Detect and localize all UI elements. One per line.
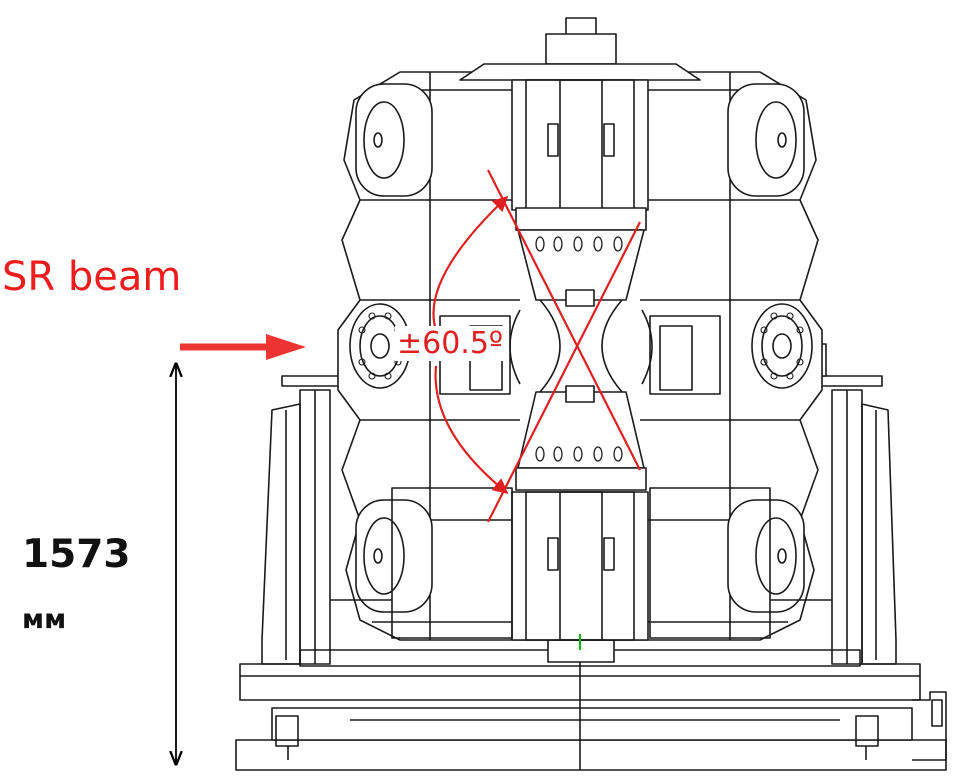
beam-path-line-1 (487, 169, 641, 471)
cylinder-bottom-left (355, 499, 433, 613)
angle-arc-upper (432, 195, 509, 331)
cylinder-top-left (355, 83, 433, 197)
lower-frames (330, 487, 832, 639)
cylinder-bottom-right (727, 499, 805, 613)
cylinder-top-right (727, 83, 805, 197)
left-flange (349, 303, 411, 389)
right-flange (751, 303, 813, 389)
beam-path-line-2 (487, 221, 641, 523)
angle-annotation (432, 169, 641, 523)
height-dimension-unit: мм (22, 604, 67, 635)
beam-label: SR beam (2, 254, 182, 300)
right-arrow-icon (180, 334, 306, 360)
anvil-column (509, 79, 653, 641)
press-body (337, 71, 823, 641)
angle-arc-lower (434, 365, 509, 494)
base-frame (235, 639, 947, 771)
top-cap (459, 17, 701, 81)
height-dimension-value: 1573 (22, 532, 131, 577)
angle-label: ±60.5º (395, 326, 506, 361)
